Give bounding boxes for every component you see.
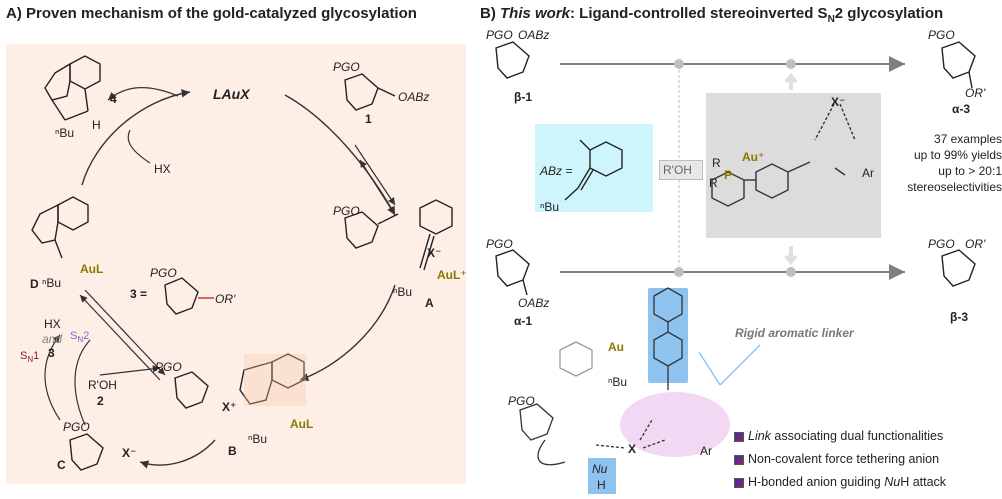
- abz-bu: ⁿBu: [540, 200, 560, 214]
- cat-r2: R: [709, 176, 718, 190]
- alpha3-or: OR': [965, 86, 986, 100]
- cat-au: Au⁺: [742, 150, 765, 164]
- panel-b-title: B) This work: Ligand-controlled stereoin…: [480, 5, 944, 25]
- alpha1-lg: OABz: [518, 296, 550, 310]
- cycle-arrow-top-right: [284, 94, 396, 216]
- bullet-text-3: H-bonded anion guiding NuH attack: [748, 475, 947, 489]
- cat-ar: Ar: [862, 166, 874, 180]
- side-and: and: [42, 332, 63, 346]
- ts-x: X: [628, 442, 637, 456]
- nD-bu: ⁿBu: [42, 276, 62, 290]
- cat-x: X⁻: [831, 95, 846, 109]
- side-hx: HX: [44, 317, 61, 331]
- nB-label: B: [228, 444, 237, 458]
- ts-ar: Ar: [700, 444, 712, 458]
- roh-a: R'OH: [88, 378, 117, 392]
- stat-line: stereoselectivities: [907, 180, 1002, 194]
- n3-label: 3 =: [130, 287, 148, 301]
- cycle-arrow-right-down: [299, 284, 396, 381]
- n1-label: 1: [365, 112, 372, 126]
- bullet-text-1: Link associating dual functionalities: [748, 429, 944, 443]
- alpha3-sub: PGO: [928, 28, 955, 42]
- arrow-to-4: [107, 87, 179, 101]
- linker-label: Rigid aromatic linker: [735, 326, 854, 340]
- abz-box: [535, 124, 653, 212]
- nD-aul: AuL: [80, 262, 104, 276]
- roh-chip: [659, 160, 703, 180]
- nu-box: [588, 458, 616, 494]
- n4-bu: ⁿBu: [55, 126, 75, 140]
- catalyst-lauX: LAuX: [213, 86, 250, 102]
- ts-nu: Nu: [592, 462, 608, 476]
- nA-bu: ⁿBu: [393, 285, 413, 299]
- nA-label: A: [425, 296, 434, 310]
- abz-label: ABz =: [540, 164, 573, 178]
- n1-sub: PGO: [333, 60, 360, 74]
- stat-line: 37 examples: [933, 132, 1002, 146]
- nC-label: C: [57, 458, 66, 472]
- panel-a-background: [6, 44, 466, 484]
- hx-arrow: [127, 129, 151, 164]
- n3-or: OR': [215, 292, 236, 306]
- roh-a-2: 2: [97, 394, 104, 408]
- bullet-icon: [734, 455, 744, 465]
- nB-aul: AuL: [290, 417, 314, 431]
- alpha1-label: α-1: [514, 314, 533, 328]
- nC-sub: PGO: [63, 420, 90, 434]
- bullet-icon: [734, 478, 744, 488]
- cat-p: P: [724, 168, 733, 182]
- beta1-lg: OABz: [518, 28, 550, 42]
- beta1-sub: PGO: [486, 28, 513, 42]
- stat-line: up to 99% yields: [913, 148, 1002, 162]
- sn1-label: SN1: [20, 350, 40, 365]
- n1-leaving-group: OABz: [398, 90, 430, 104]
- nB-bu: ⁿBu: [248, 432, 268, 446]
- beta3-label: β-3: [950, 310, 968, 324]
- nC-x: X⁻: [122, 446, 137, 460]
- ts-au: Au: [608, 340, 624, 354]
- n3-sub: PGO: [150, 266, 177, 280]
- bullet-text-2: Non-covalent force tethering anion: [748, 452, 940, 466]
- ts-h: H: [597, 478, 606, 492]
- hx-mid: HX: [154, 162, 171, 176]
- nA-sub: PGO: [333, 204, 360, 218]
- nA-x: X⁻: [427, 246, 442, 260]
- catalyst-box: [706, 93, 881, 238]
- urea-glow: [620, 392, 730, 457]
- cat-r1: R: [712, 156, 721, 170]
- n4-label: 4: [110, 92, 117, 106]
- ts-sub: PGO: [508, 394, 535, 408]
- sn2-label: SN2: [70, 330, 90, 345]
- ts-bu: ⁿBu: [608, 375, 628, 389]
- panel-a-title: A) Proven mechanism of the gold-catalyze…: [6, 5, 417, 22]
- alpha3-label: α-3: [952, 102, 971, 116]
- stats: 37 examples up to 99% yields up to > 20:…: [888, 131, 1002, 195]
- nA-aul: AuL⁺: [437, 268, 467, 282]
- alpha1-sub: PGO: [486, 237, 513, 251]
- cycle-arrow-bottom: [139, 439, 216, 469]
- nD-label: D: [30, 277, 39, 291]
- nB-x: X⁺: [222, 400, 237, 414]
- nB-sub: PGO: [155, 360, 182, 374]
- cycle-arrow-left-up: [81, 89, 191, 186]
- stat-line: up to > 20:1: [938, 164, 1002, 178]
- side-3: 3: [48, 346, 55, 360]
- beta3-sub: PGO: [928, 237, 955, 251]
- n4-h: H: [92, 118, 101, 132]
- beta3-or: OR': [965, 237, 986, 251]
- roh-b: R'OH: [663, 163, 692, 177]
- bullet-icon: [734, 432, 744, 442]
- beta1-label: β-1: [514, 90, 532, 104]
